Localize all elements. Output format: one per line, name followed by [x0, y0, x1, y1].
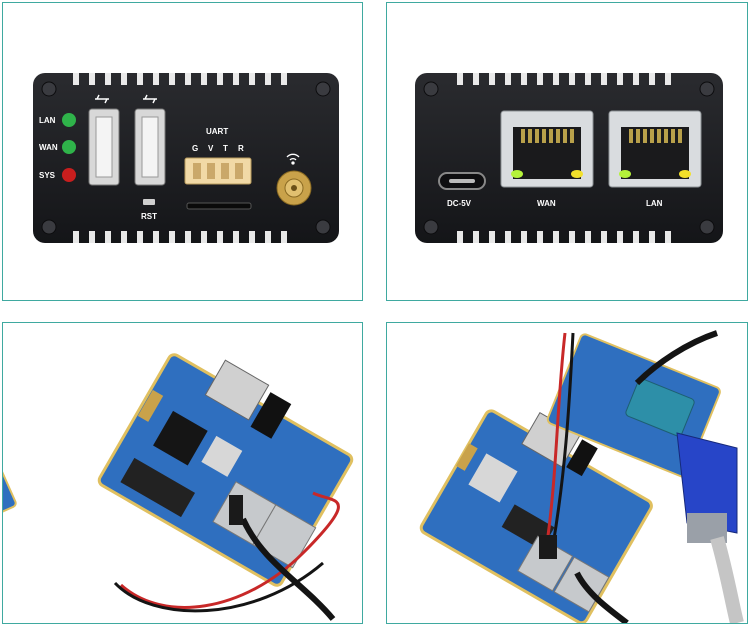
black-cable: [634, 330, 718, 386]
led-wan: [62, 140, 76, 154]
wifi-icon: [286, 153, 300, 165]
lan-activity-led: [679, 170, 691, 178]
uart-connector: [184, 157, 252, 185]
front-panel-illustration: LAN WAN SYS RST UART G V T R: [33, 73, 339, 243]
led-label-wan: WAN: [39, 143, 58, 152]
red-wire: [119, 491, 340, 609]
lan-link-led: [619, 170, 631, 178]
board-serial-adapter-illustration: [419, 330, 744, 623]
power-cable: [240, 517, 336, 621]
power-cable: [574, 571, 629, 623]
pcb-board-serial: [546, 333, 721, 478]
led-label-lan: LAN: [39, 116, 56, 125]
board-usb-serial-illustration: [3, 353, 354, 621]
wan-link-led: [511, 170, 523, 178]
lan-label: LAN: [646, 199, 663, 208]
rear-panel-illustration: DC-5V WAN LAN: [415, 73, 723, 243]
power-label: DC-5V: [447, 199, 472, 208]
red-wire: [545, 332, 567, 544]
usb-icon: [95, 94, 157, 104]
reset-label: RST: [141, 212, 157, 221]
wan-label: WAN: [537, 199, 556, 208]
board-with-usb-serial-photo: [2, 322, 363, 624]
uart-pin-r: R: [238, 144, 244, 153]
sd-card-slot: [186, 202, 252, 210]
header-connector: [539, 535, 557, 559]
led-lan: [62, 113, 76, 127]
led-sys: [62, 168, 76, 182]
usb-serial-adapter: [3, 467, 17, 538]
pcb-board: [97, 353, 354, 587]
board-with-serial-adapter-photo: [386, 322, 748, 624]
header-connector: [229, 495, 243, 525]
led-label-sys: SYS: [39, 171, 56, 180]
wan-activity-led: [571, 170, 583, 178]
front-panel-photo: LAN WAN SYS RST UART G V T R: [2, 2, 363, 301]
rear-panel-photo: DC-5V WAN LAN: [386, 2, 748, 301]
reset-button: [143, 199, 155, 205]
black-wire: [551, 332, 575, 546]
uart-pin-g: G: [192, 144, 198, 153]
uart-pin-t: T: [223, 144, 228, 153]
db9-cable: [676, 432, 744, 623]
uart-pin-v: V: [208, 144, 214, 153]
uart-label: UART: [206, 127, 228, 136]
